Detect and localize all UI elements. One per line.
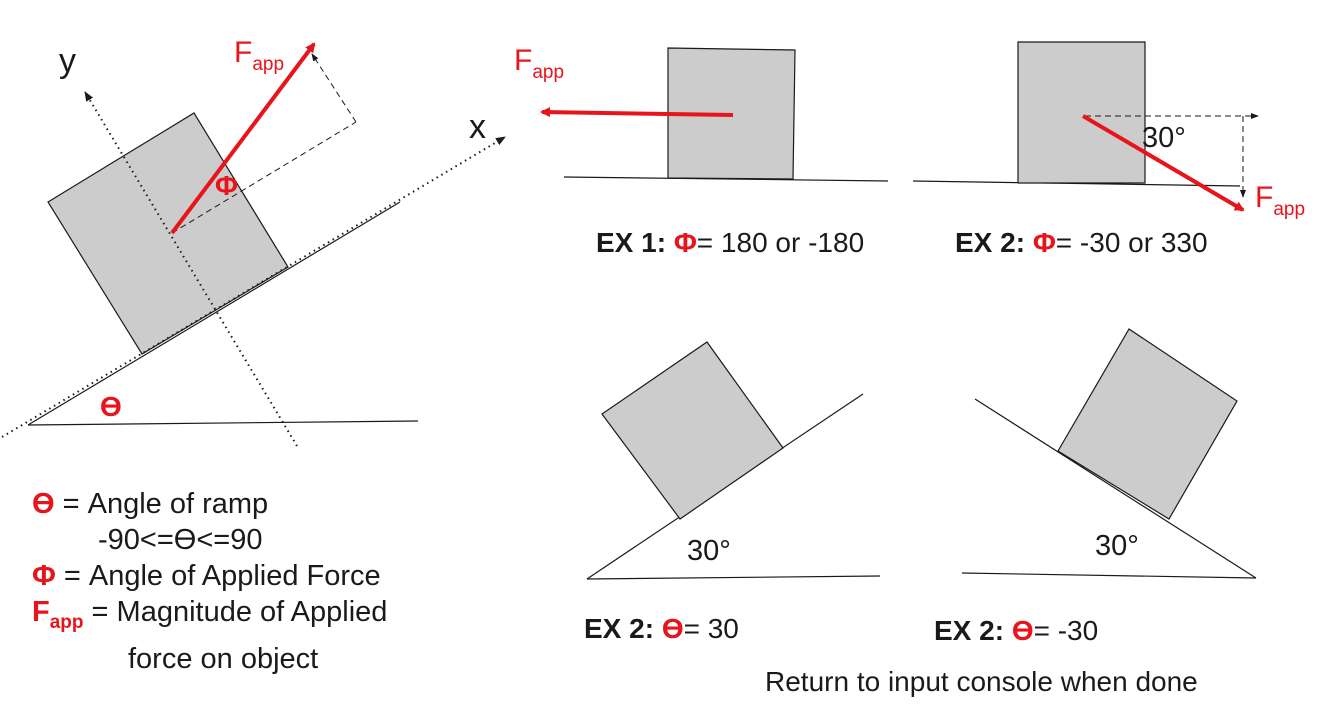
example-4-caption: EX 2: ϴ= -30	[934, 615, 1098, 646]
example-1-caption: EX 1: Φ= 180 or -180	[596, 227, 864, 258]
block	[1057, 328, 1238, 520]
x-axis-line	[1, 136, 506, 438]
force-perp-projection	[311, 53, 357, 123]
force-label: Fapp	[1255, 181, 1305, 220]
angle-label: 30°	[1142, 122, 1186, 154]
angle-label: 30°	[687, 535, 731, 567]
applied-force-arrow	[540, 107, 734, 118]
ramp-base	[27, 420, 419, 426]
applied-force-arrow	[1081, 114, 1245, 212]
force-symbol: F	[32, 596, 50, 628]
block	[601, 341, 784, 520]
force-x-projection	[171, 121, 357, 234]
return-to-console-link[interactable]: Return to input console when done	[765, 666, 1198, 697]
force-description: = Magnitude of Applied	[83, 596, 388, 628]
ramp-base	[961, 572, 1257, 579]
legend-force-line2: force on object	[128, 642, 319, 675]
example-2-caption: EX 2: Φ= -30 or 330	[955, 227, 1208, 258]
block	[1017, 41, 1146, 184]
phi-label: Φ	[215, 170, 238, 201]
example-3-caption: EX 2: ϴ= 30	[584, 613, 739, 644]
ramp-surface	[974, 398, 1257, 579]
example-3-diagram: 30°	[586, 341, 881, 580]
legend-theta-range: -90<=ϴ<=90	[98, 524, 263, 556]
angle-label: 30°	[1095, 530, 1139, 562]
applied-force-arrow	[170, 42, 316, 235]
block	[47, 112, 289, 355]
ramp-base	[586, 575, 881, 580]
force-subscript: app	[49, 611, 84, 633]
force-label: Fapp	[514, 44, 564, 83]
theta-symbol: ϴ	[32, 488, 55, 520]
legend-force: Fapp = Magnitude of Applied	[32, 594, 387, 641]
theta-description: = Angle of ramp	[54, 488, 269, 520]
legend-phi: Φ = Angle of Applied Force	[32, 558, 387, 594]
example-4-diagram: 30°	[961, 328, 1257, 579]
example-2-diagram: 30° Fapp	[912, 41, 1305, 220]
legend-theta: ϴ = Angle of ramp	[32, 486, 387, 522]
force-label: Fapp	[234, 36, 284, 75]
phi-description: = Angle of Applied Force	[55, 560, 381, 592]
x-axis-label: x	[469, 108, 486, 146]
theta-label: ϴ	[100, 391, 122, 422]
phi-symbol: Φ	[32, 560, 56, 592]
ramp-surface	[27, 201, 401, 426]
main-diagram: y x Fapp Φ ϴ	[1, 36, 506, 447]
y-axis-label: y	[59, 42, 76, 80]
legend: ϴ = Angle of ramp -90<=ϴ<=90 Φ = Angle o…	[32, 486, 387, 677]
example-1-diagram: Fapp	[514, 44, 889, 182]
